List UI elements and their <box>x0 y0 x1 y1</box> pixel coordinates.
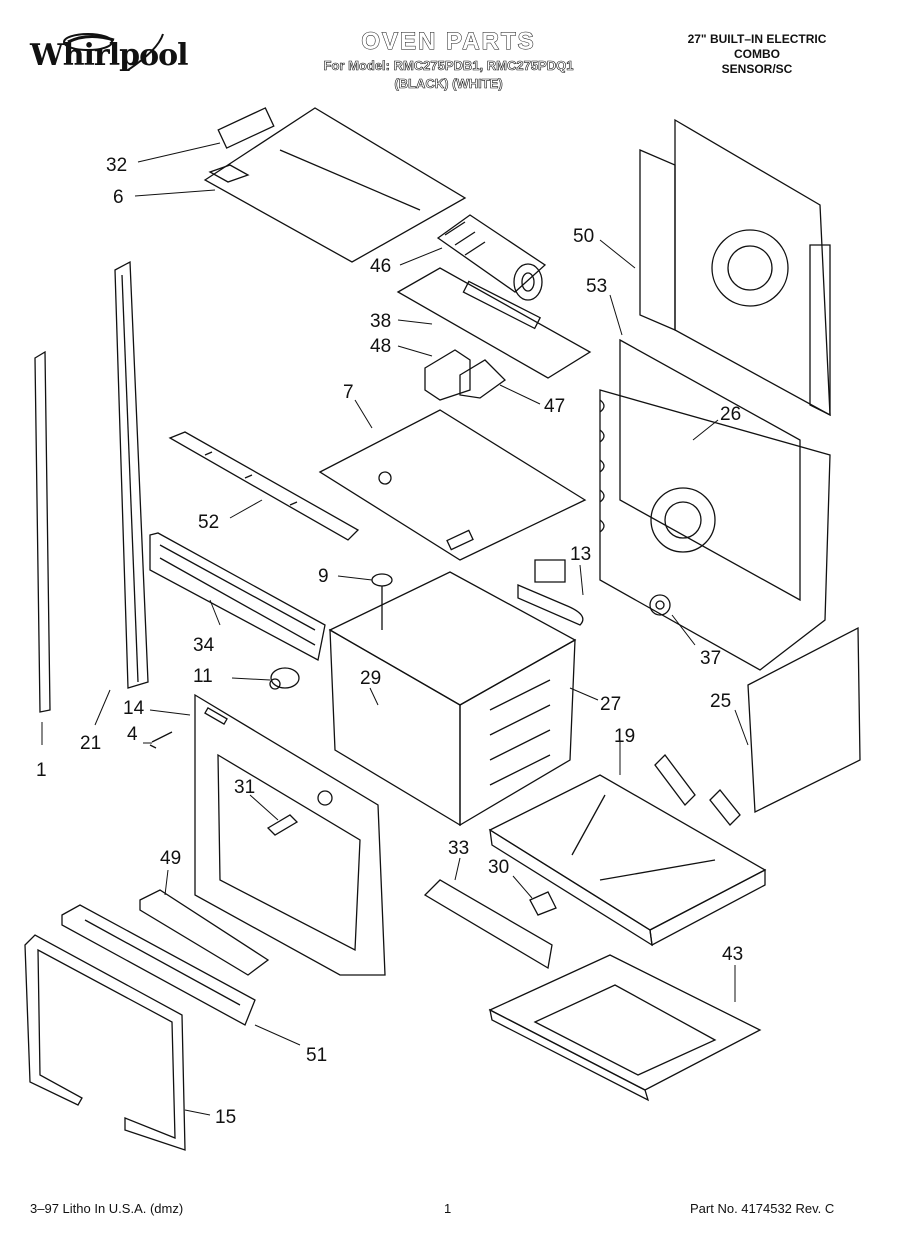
callout-11: 11 <box>193 666 213 687</box>
callout-26: 26 <box>720 404 742 425</box>
part-15-gasket-drawing <box>25 935 185 1150</box>
callout-4: 4 <box>127 724 138 745</box>
callout-27: 27 <box>600 694 622 715</box>
footer-part-number: Part No. 4174532 Rev. C <box>690 1201 835 1216</box>
part-49-trim-drawing <box>140 890 268 975</box>
callout-38: 38 <box>370 311 392 332</box>
callout-37: 37 <box>700 648 722 669</box>
part-52-strip-drawing <box>170 432 358 540</box>
part-19-bottom-tray-drawing <box>490 755 765 945</box>
part-31-knob-drawing <box>268 791 332 835</box>
part-34-vent-panel-drawing <box>150 533 325 660</box>
callout-48: 48 <box>370 336 392 357</box>
page-title: OVEN PARTS <box>361 28 536 56</box>
callout-32: 32 <box>106 155 128 176</box>
part-top-panel-drawing <box>205 108 465 262</box>
callout-52: 52 <box>198 512 220 533</box>
part-26-back-wall-drawing <box>600 340 830 670</box>
part-27-oven-cavity-drawing <box>330 572 575 825</box>
part-48-duct-drawing <box>425 350 505 400</box>
callout-25: 25 <box>710 691 732 712</box>
callout-leaders <box>42 143 748 1115</box>
part-7-panel-drawing <box>320 410 585 560</box>
callout-6: 6 <box>113 187 124 208</box>
part-33-bracket-drawing <box>425 880 552 968</box>
product-line-1: 27" BUILT–IN ELECTRIC <box>687 32 827 46</box>
whirlpool-logo-swoosh-icon <box>63 33 164 71</box>
brand-logo: Whirlpool <box>30 38 188 73</box>
product-line-3: SENSOR/SC <box>721 62 793 76</box>
part-11-switch-drawing <box>270 668 299 689</box>
part-13-element-drawing <box>518 560 583 625</box>
callout-49: 49 <box>160 848 182 869</box>
part-blower-drawing <box>438 215 545 300</box>
callout-7: 7 <box>343 382 354 403</box>
callout-53: 53 <box>586 276 608 297</box>
footer-litho: 3–97 Litho In U.S.A. (dmz) <box>30 1201 184 1216</box>
callout-33: 33 <box>448 838 470 859</box>
model-colors: (BLACK) (WHITE) <box>394 76 503 92</box>
part-43-bottom-pan-drawing <box>490 955 760 1100</box>
part-1-rail-drawing <box>35 352 50 712</box>
part-30-clip-drawing <box>530 892 556 915</box>
callout-15: 15 <box>215 1107 237 1128</box>
callout-50: 50 <box>573 226 595 247</box>
callout-19: 19 <box>614 726 636 747</box>
part-4-screw-drawing <box>150 732 172 748</box>
callout-21: 21 <box>80 733 102 754</box>
part-38-bracket-drawing <box>398 268 590 378</box>
callout-46: 46 <box>370 256 392 277</box>
callout-14: 14 <box>123 698 145 719</box>
part-14-front-frame-drawing <box>195 695 385 975</box>
product-line-2: COMBO <box>734 47 780 61</box>
footer-page-number: 1 <box>444 1201 452 1216</box>
callout-51: 51 <box>306 1045 328 1066</box>
part-25-side-panel-drawing <box>748 628 860 812</box>
part-50-rear-panel-drawing <box>640 120 830 415</box>
callout-34: 34 <box>193 635 215 656</box>
callout-9: 9 <box>318 566 329 587</box>
callout-30: 30 <box>488 857 510 878</box>
callout-1: 1 <box>36 760 47 781</box>
callout-43: 43 <box>722 944 744 965</box>
callout-47: 47 <box>544 396 566 417</box>
callout-13: 13 <box>570 544 592 565</box>
callout-31: 31 <box>234 777 256 798</box>
part-37-sensor-drawing <box>650 595 670 615</box>
model-numbers: For Model: RMC275PDB1, RMC275PDQ1 <box>323 58 574 74</box>
part-21-side-trim-drawing <box>115 262 148 688</box>
product-description: 27" BUILT–IN ELECTRIC COMBO SENSOR/SC <box>657 32 857 77</box>
part-51-toe-kick-drawing <box>62 905 255 1025</box>
callout-29: 29 <box>360 668 382 689</box>
